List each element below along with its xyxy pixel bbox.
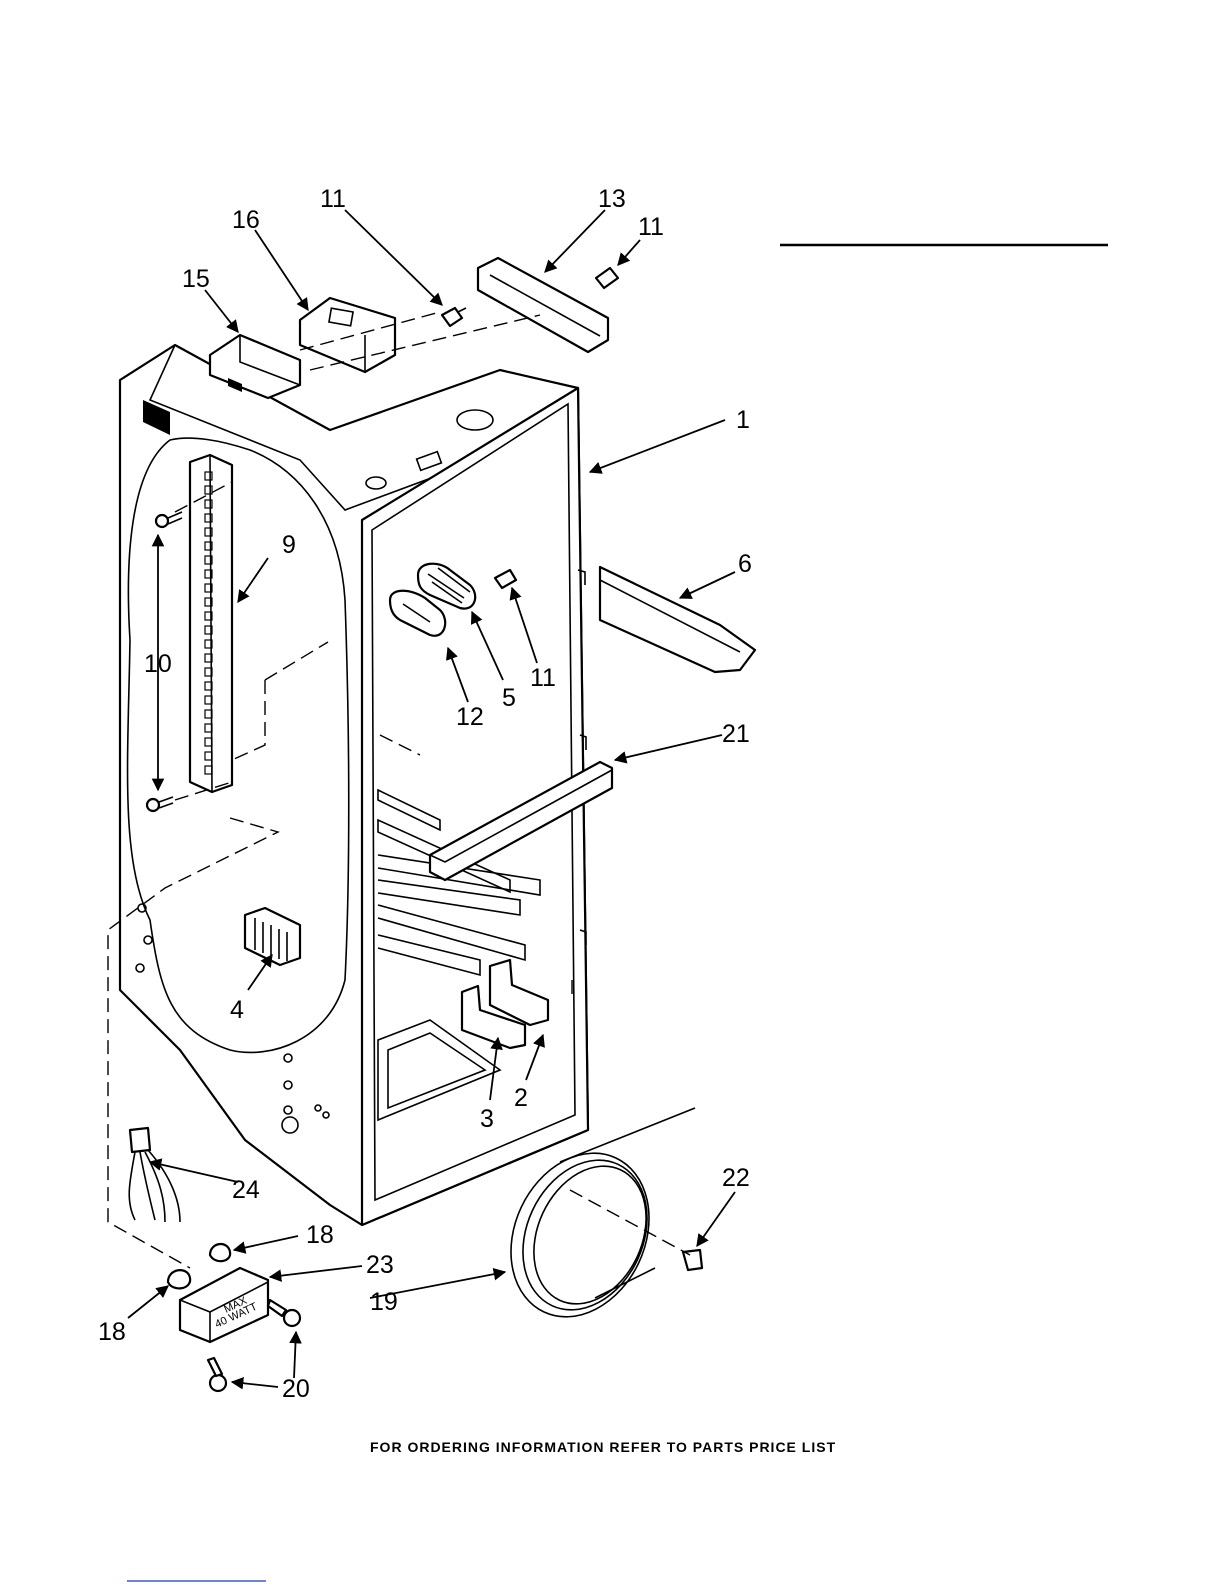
callout-23: 23 (366, 1251, 394, 1279)
callout-2: 2 (514, 1084, 528, 1112)
shelf-ladder (190, 455, 232, 792)
footer-note: FOR ORDERING INFORMATION REFER TO PARTS … (370, 1439, 836, 1455)
callout-18-upper: 18 (306, 1221, 334, 1249)
clip-part-18-lower (168, 1270, 190, 1288)
callout-9: 9 (282, 531, 296, 559)
callout-18-lower: 18 (98, 1318, 126, 1346)
callout-20: 20 (282, 1375, 310, 1403)
callout-16: 16 (232, 206, 260, 234)
callout-21: 21 (722, 720, 750, 748)
callout-10: 10 (144, 650, 172, 678)
callout-6: 6 (738, 550, 752, 578)
callout-22: 22 (722, 1164, 750, 1192)
light-housing-part-23: MAX 40 WATT (180, 1268, 268, 1342)
cover-part-16 (300, 298, 395, 372)
callout-1: 1 (736, 406, 750, 434)
callout-13: 13 (598, 185, 626, 213)
callout-4: 4 (230, 996, 244, 1024)
callout-19: 19 (370, 1288, 398, 1316)
screw-part-11-top (442, 308, 466, 326)
callout-15: 15 (182, 265, 210, 293)
callout-11-right: 11 (638, 213, 664, 241)
screw-part-11-right (596, 268, 618, 288)
rail-part-6 (600, 567, 755, 672)
callout-5: 5 (502, 684, 516, 712)
wire-harness-part-24 (129, 1128, 180, 1222)
pin-part-20-lower (208, 1358, 226, 1391)
callout-12: 12 (456, 703, 484, 731)
callout-11-top: 11 (320, 185, 346, 213)
callout-11-mid: 11 (530, 664, 556, 692)
callout-3: 3 (480, 1105, 494, 1133)
pin-part-20-right (268, 1300, 300, 1326)
clip-part-18-upper (210, 1244, 230, 1261)
callout-24: 24 (232, 1176, 260, 1204)
